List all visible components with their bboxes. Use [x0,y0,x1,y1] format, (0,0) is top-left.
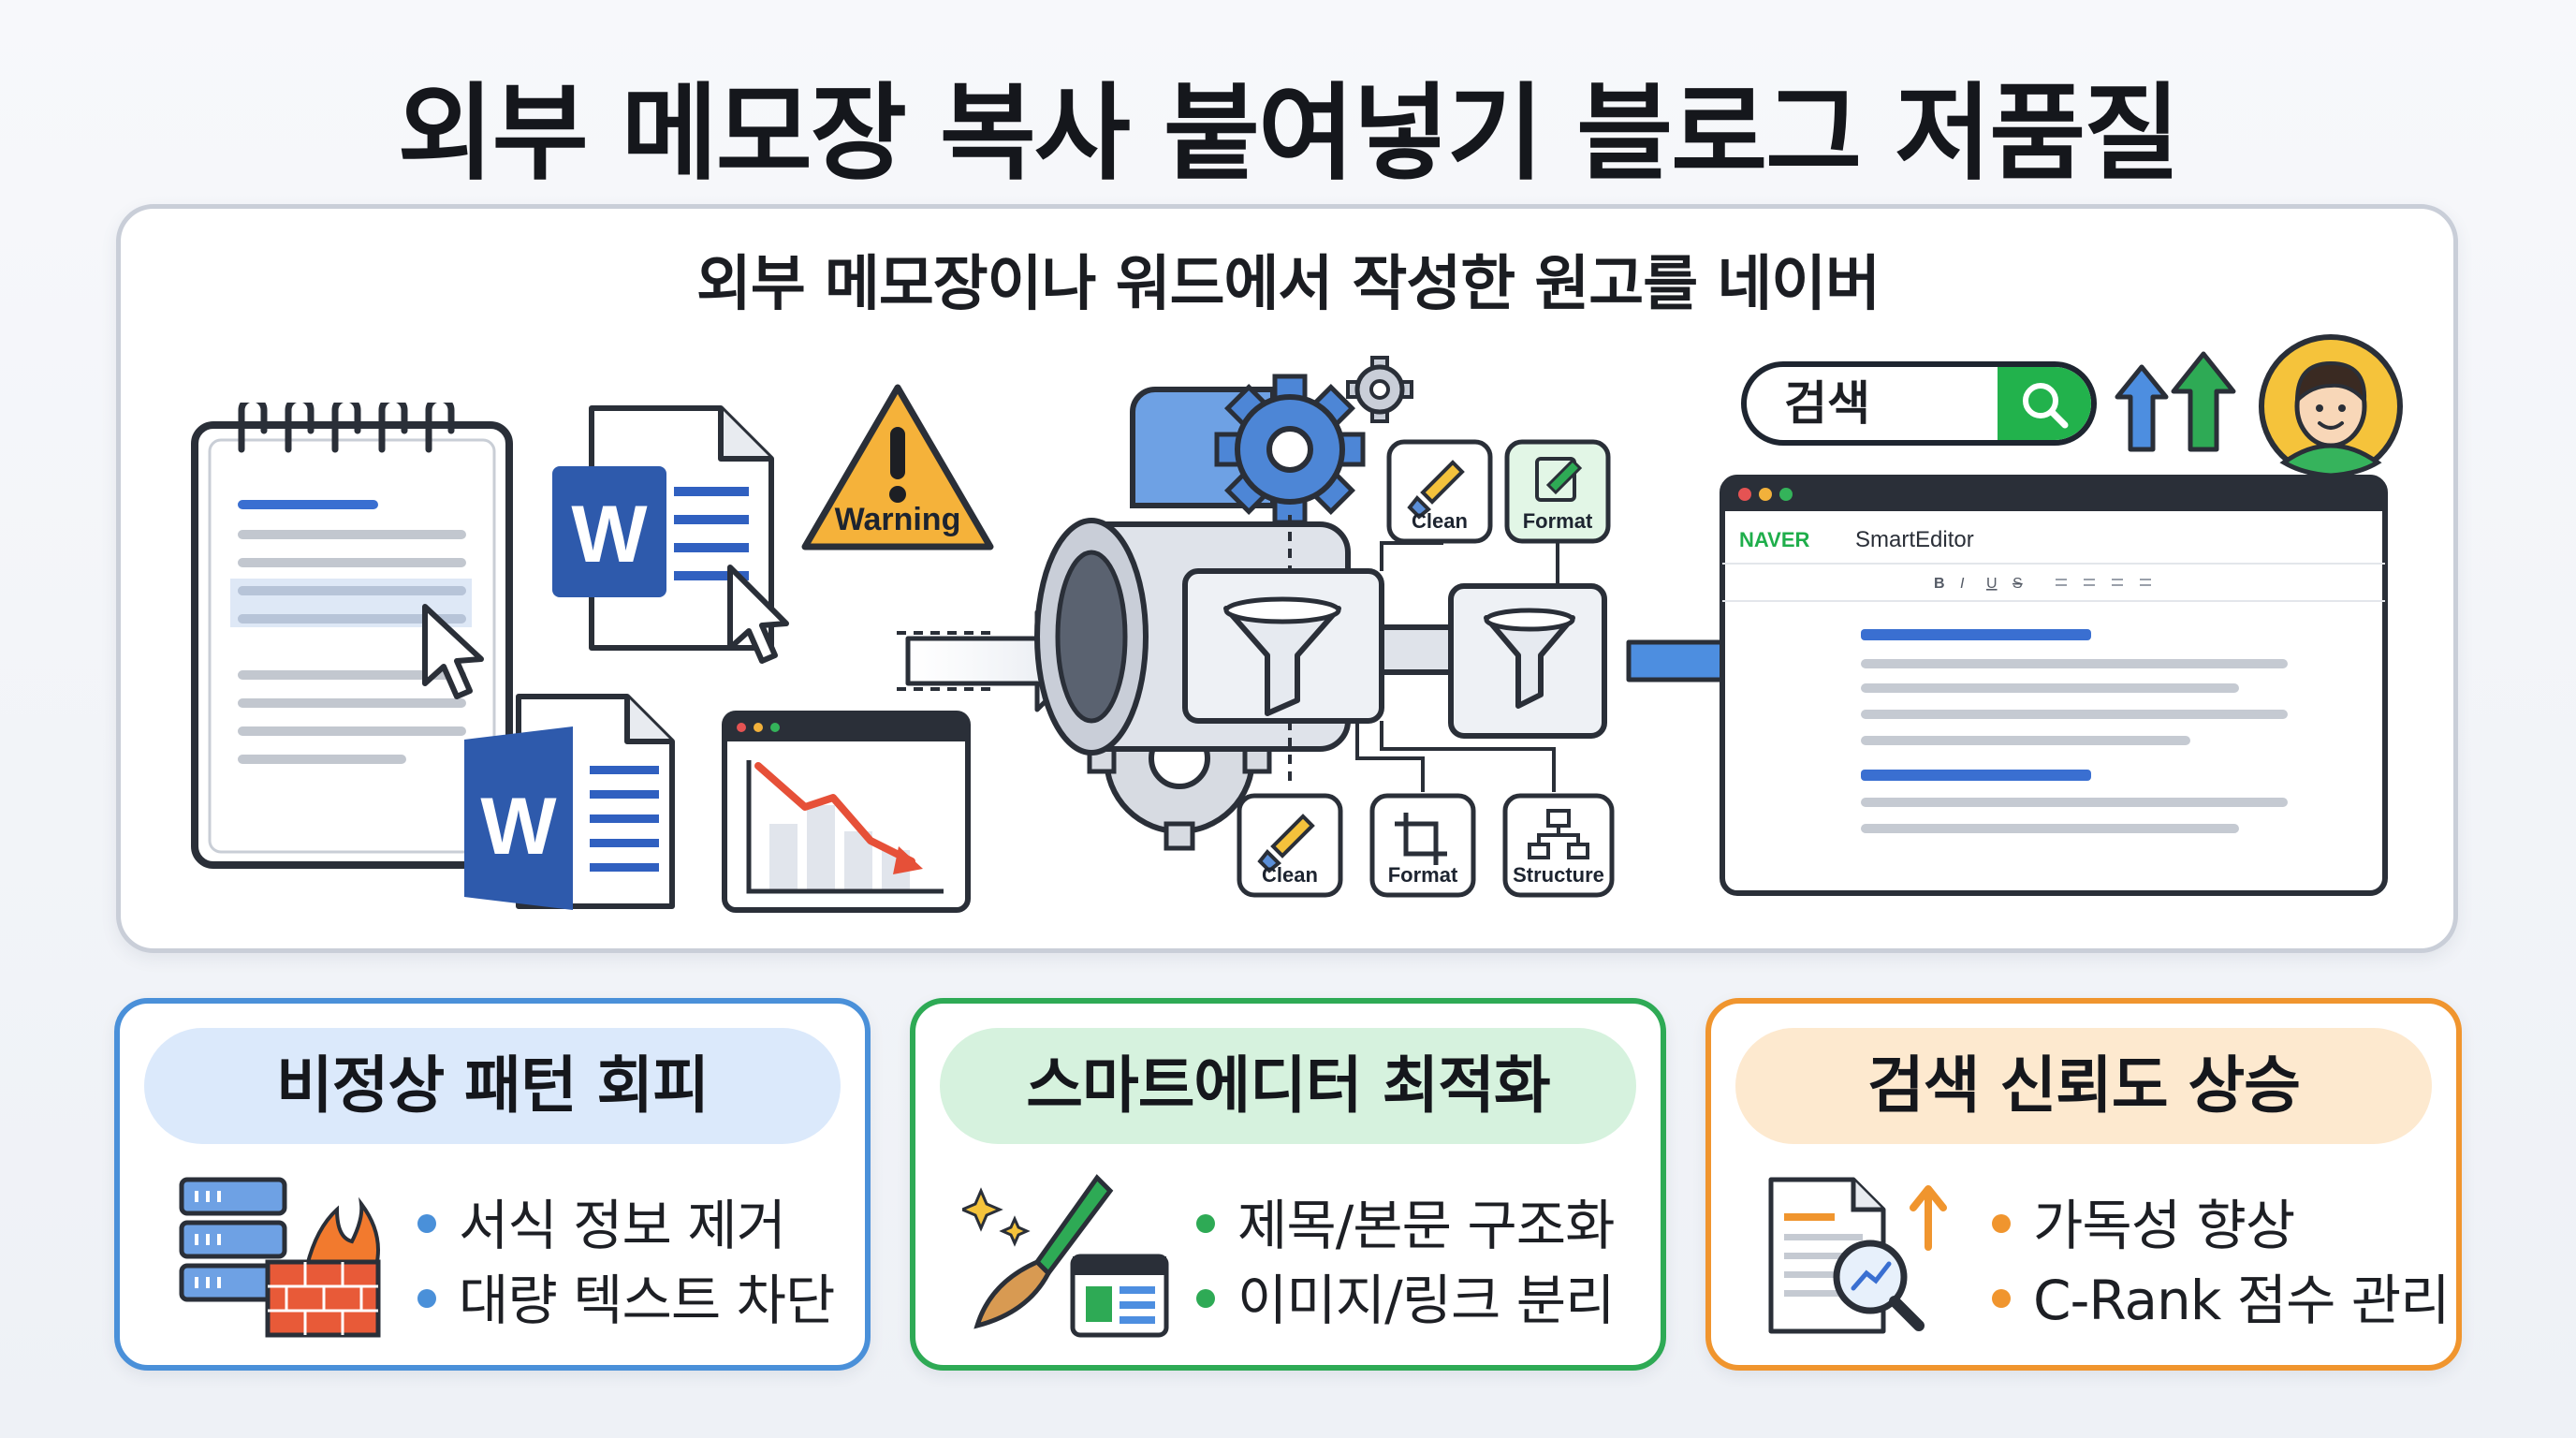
bullet-item: 대량 텍스트 차단 [417,1256,835,1335]
diagram-subtitle: 외부 메모장이나 워드에서 작성한 원고를 네이버 [695,250,1881,319]
bullet-item: 가독성 향상 [1992,1181,2295,1260]
search-button [1998,367,2091,440]
user-avatar-icon [2259,334,2403,478]
toolbar-bold: B [1934,576,1945,592]
bullet-item: C-Rank 점수 관리 [1992,1256,2451,1335]
bullet-item: 서식 정보 제거 [417,1181,786,1260]
toolbar-underline: U [1986,576,1998,592]
bullet-item: 제목/본문 구조화 [1196,1181,1615,1260]
card-header: 비정상 패턴 회피 [144,1028,841,1144]
structure-tool-label: Structure [1513,863,1604,887]
word-document-icon: W [464,694,675,910]
card-search-trust: 검색 신뢰도 상승 가독성 향상 C-Rank 점수 관리 [1705,998,2462,1371]
word-logo-text: W [480,782,557,872]
bullet-item: 이미지/링크 분리 [1196,1256,1615,1335]
document-analysis-icon [1768,1177,1947,1334]
search-icon [2023,383,2069,429]
clean-tool-badge: Clean [1386,439,1493,544]
clean-tool-badge: Clean [1237,793,1343,898]
toolbar-italic: I [1960,576,1965,592]
toolbar-strike: S [2012,576,2023,592]
word-document-icon: W [552,405,789,664]
clean-tool-label: Clean [1412,509,1468,533]
card-pattern-avoidance: 비정상 패턴 회피 서식 정보 제거 대량 텍스트 차단 [114,998,871,1371]
card-smarteditor-optimization: 스마트에디터 최적화 제목/본문 구조화 이미지/링크 분리 [910,998,1666,1371]
ranking-up-arrows-icon [2115,351,2236,452]
search-text: 검색 [1784,376,1870,431]
naver-logo: NAVER [1739,528,1809,551]
page-title: 외부 메모장 복사 붙여넣기 블로그 저품질 [397,73,2181,195]
search-bar: 검색 [1741,361,2097,446]
format-tool-label: Format [1388,863,1458,887]
card-header: 검색 신뢰도 상승 [1735,1028,2432,1144]
notepad-icon [191,403,513,869]
word-logo-text: W [571,490,648,580]
warning-icon: Warning [801,384,994,550]
editor-name: SmartEditor [1855,527,1974,552]
filter-processing-machine [1034,356,1607,851]
smarteditor-window: NAVER SmartEditor B I U S [1720,475,2388,896]
clean-tool-label: Clean [1262,863,1318,887]
warning-label: Warning [835,502,961,537]
structure-tool-badge: Structure [1502,793,1615,898]
format-tool-badge: Format [1369,793,1476,898]
paintbrush-layout-icon [962,1174,1169,1338]
card-header: 스마트에디터 최적화 [940,1028,1636,1144]
declining-chart-window [722,711,971,913]
format-tool-label: Format [1523,509,1593,533]
server-firewall-icon [179,1177,381,1338]
format-tool-badge: Format [1504,439,1611,544]
